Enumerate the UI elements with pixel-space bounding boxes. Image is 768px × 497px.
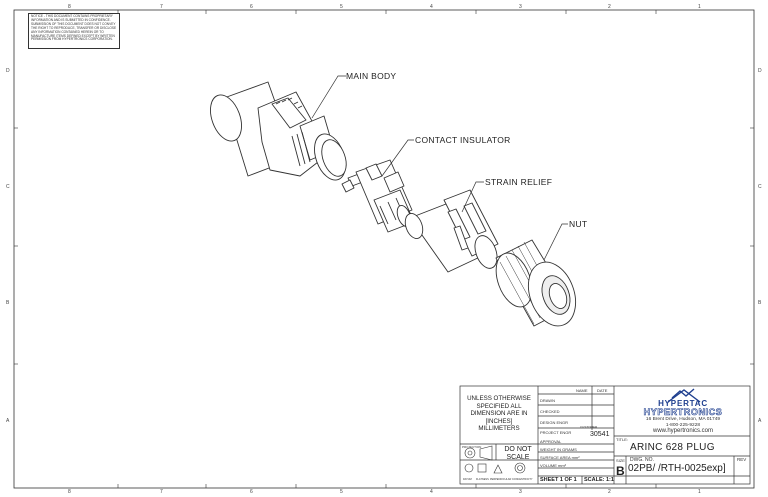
size-value: B	[616, 464, 625, 478]
zone-bottom-8: 8	[68, 489, 71, 495]
zone-left-c: C	[6, 184, 10, 190]
tolerance-line-5: MILLIMETERS	[478, 425, 520, 432]
symbol-label-perpendicular: PERPENDICULAR	[490, 478, 512, 481]
col-name: NAME	[576, 388, 588, 393]
gdt-symbols	[464, 462, 526, 474]
zone-top-2: 2	[608, 4, 611, 10]
zone-left-a: A	[6, 418, 10, 424]
zone-top-4: 4	[430, 4, 433, 10]
row-drawn: DRAWN	[540, 398, 555, 403]
drawing-scale: SCALE: 1:1	[584, 477, 614, 483]
dwg-no-label: DWG. NO.	[630, 457, 654, 463]
zone-right-d: D	[758, 68, 762, 74]
zone-bottom-1: 1	[698, 489, 701, 495]
zone-top-6: 6	[250, 4, 253, 10]
nut-part	[495, 239, 577, 327]
zone-bottom-3: 3	[519, 489, 522, 495]
tolerance-line-3: DIMENSION ARE IN	[470, 410, 528, 417]
title-label: TITLE:	[616, 437, 629, 442]
row-weight: WEIGHT IN GRAMS	[540, 447, 577, 452]
row-project-engr: PROJECT ENGR	[540, 430, 572, 435]
callout-contact-insulator: CONTACT INSULATOR	[415, 135, 511, 145]
zone-right-b: B	[758, 300, 762, 306]
row-design-engr: DESIGN ENGR	[540, 420, 569, 425]
zone-bottom-2: 2	[608, 489, 611, 495]
main-body-part	[210, 81, 347, 181]
zone-top-8: 8	[68, 4, 71, 10]
zone-bottom-4: 4	[430, 489, 433, 495]
zone-left-b: B	[6, 300, 10, 306]
tolerance-line-2: SPECIFIED ALL	[476, 402, 522, 410]
zone-right-a: A	[758, 418, 762, 424]
company-name-bottom: HYPERTRONICS	[643, 407, 723, 417]
zone-top-1: 1	[698, 4, 701, 10]
row-surface-area: SURFACE AREA mm²	[540, 455, 580, 460]
do-not-scale-line-1: DO NOT	[504, 446, 532, 453]
dwg-no: 02PB/ /RTH-0025exp]	[628, 463, 726, 474]
tolerance-line-4: [INCHES]	[485, 417, 513, 425]
zone-bottom-6: 6	[250, 489, 253, 495]
zone-top-7: 7	[160, 4, 163, 10]
col-date: DATE	[597, 388, 608, 393]
row-checked: CHECKED	[540, 409, 560, 414]
customer-value: 30541	[590, 431, 610, 438]
zone-left-d: D	[6, 68, 10, 74]
projection-symbol	[464, 445, 493, 461]
sheet-number: SHEET 1 OF 1	[540, 477, 577, 483]
company-address: 16 Brent Drive, Hudson, MA 01749	[645, 417, 721, 422]
proprietary-notice: NOTICE - THIS DOCUMENT CONTAINS PROPRIET…	[28, 13, 120, 49]
zone-top-5: 5	[340, 4, 343, 10]
row-approval: APPROVAL	[540, 439, 562, 444]
callout-main-body: MAIN BODY	[346, 71, 397, 81]
company-phone: 1-800-225-9228	[665, 422, 701, 428]
company-web: www.hypertronics.com	[652, 428, 714, 434]
zone-bottom-5: 5	[340, 489, 343, 495]
symbol-label-datum: DATUM	[463, 478, 472, 481]
zone-top-3: 3	[519, 4, 522, 10]
symbol-label-flatness: FLATNESS	[476, 478, 489, 481]
callout-nut: NUT	[569, 219, 588, 229]
callout-strain-relief: STRAIN RELIEF	[485, 177, 553, 187]
strain-relief-part	[404, 189, 499, 273]
hypertac-logo-mark	[667, 388, 701, 403]
projection-label: PROJECTION	[462, 445, 482, 449]
company-name-top: HYPERTAC	[658, 399, 708, 408]
size-label: SIZE	[616, 458, 625, 463]
drawing-title: ARINC 628 PLUG	[630, 442, 715, 453]
rev-label: REV	[737, 457, 747, 462]
zone-bottom-7: 7	[160, 489, 163, 495]
do-not-scale-line-2: SCALE	[506, 453, 530, 461]
zone-right-c: C	[758, 184, 762, 190]
company-block: HYPERTAC HYPERTRONICS 16 Brent Drive, Hu…	[616, 399, 750, 435]
tolerance-line-1: UNLESS OTHERWISE	[467, 395, 531, 402]
tolerance-note: UNLESS OTHERWISE SPECIFIED ALL DIMENSION…	[462, 395, 536, 433]
do-not-scale: DO NOT SCALE	[498, 446, 538, 461]
row-volume: VOLUME mm³	[540, 463, 566, 468]
customer-label: CUSTOMER	[580, 425, 598, 429]
symbol-label-concentricity: CONCENTRICITY	[512, 478, 533, 481]
